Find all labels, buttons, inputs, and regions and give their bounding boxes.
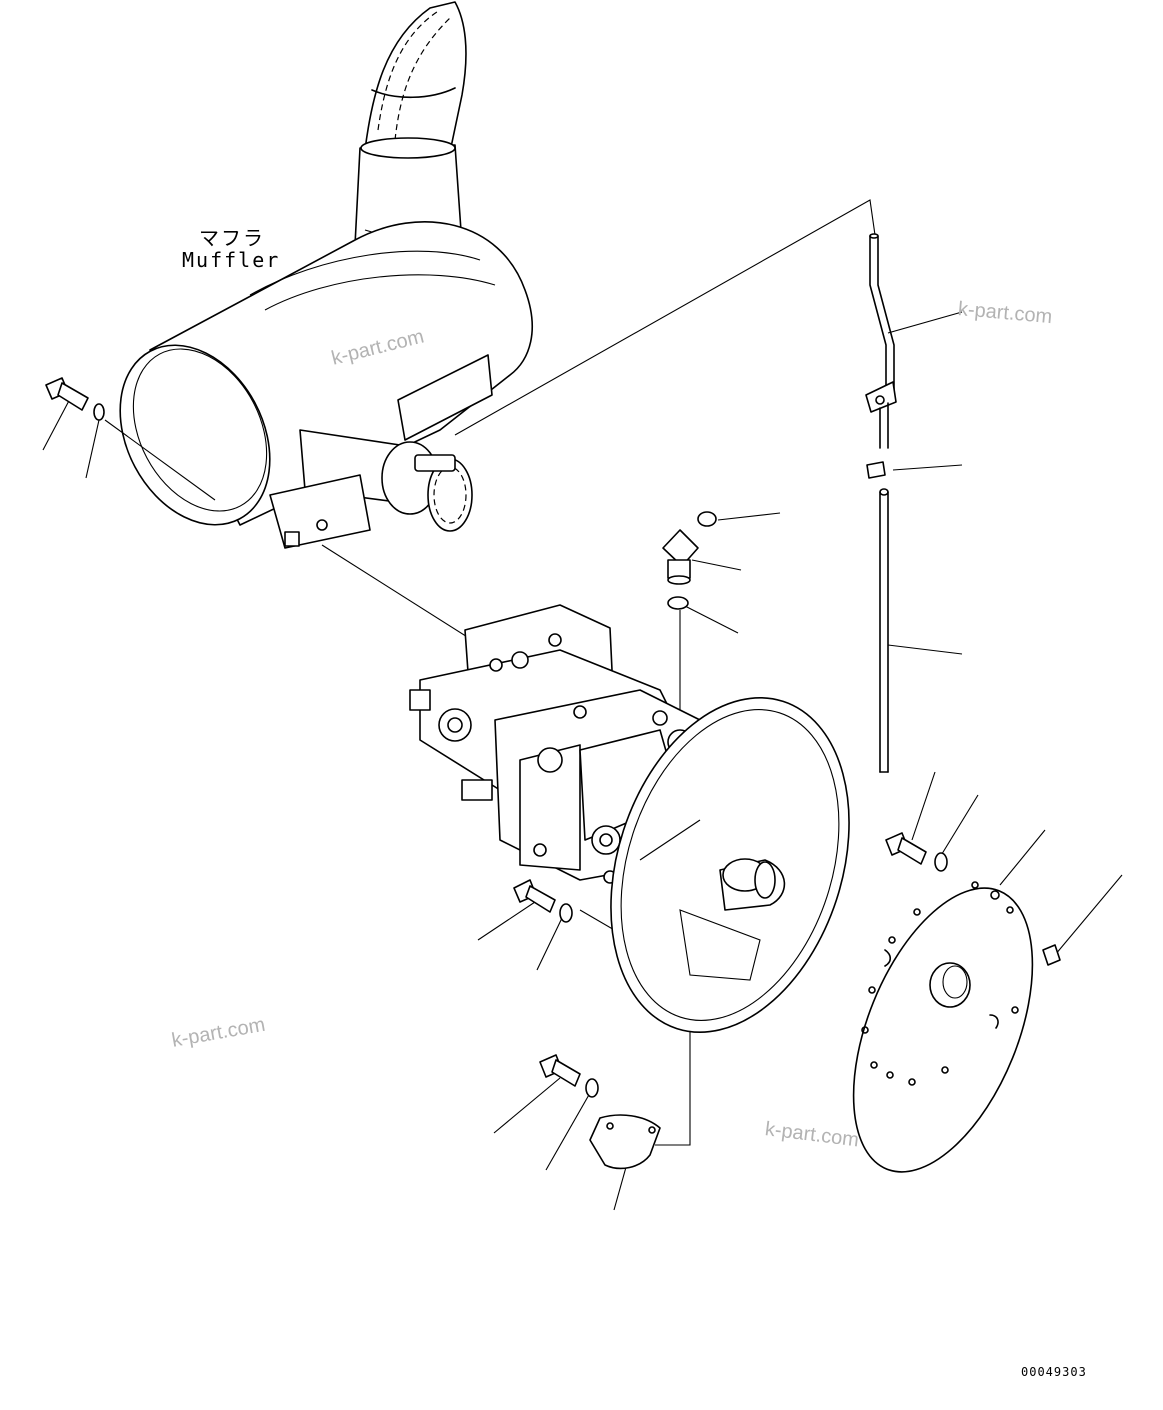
cover-plate: [589, 1114, 661, 1170]
level-gauge: [865, 233, 897, 773]
muffler-label-jp: マフラ: [199, 226, 265, 250]
muffler-label-en: Muffler: [182, 248, 281, 272]
pin: [1042, 944, 1061, 966]
bolt-and-washer-lower: [539, 1054, 599, 1098]
bolt-and-washer-right: [885, 832, 948, 872]
elbow-fitting: [662, 511, 717, 610]
bolt-and-washer-left: [45, 377, 105, 421]
coupling-disc: [852, 881, 1034, 1173]
bolt-and-washer-mid: [513, 879, 573, 923]
muffler: [119, 1, 533, 549]
hydraulic-pump: [409, 604, 850, 1034]
document-number: 00049303: [1021, 1365, 1087, 1379]
